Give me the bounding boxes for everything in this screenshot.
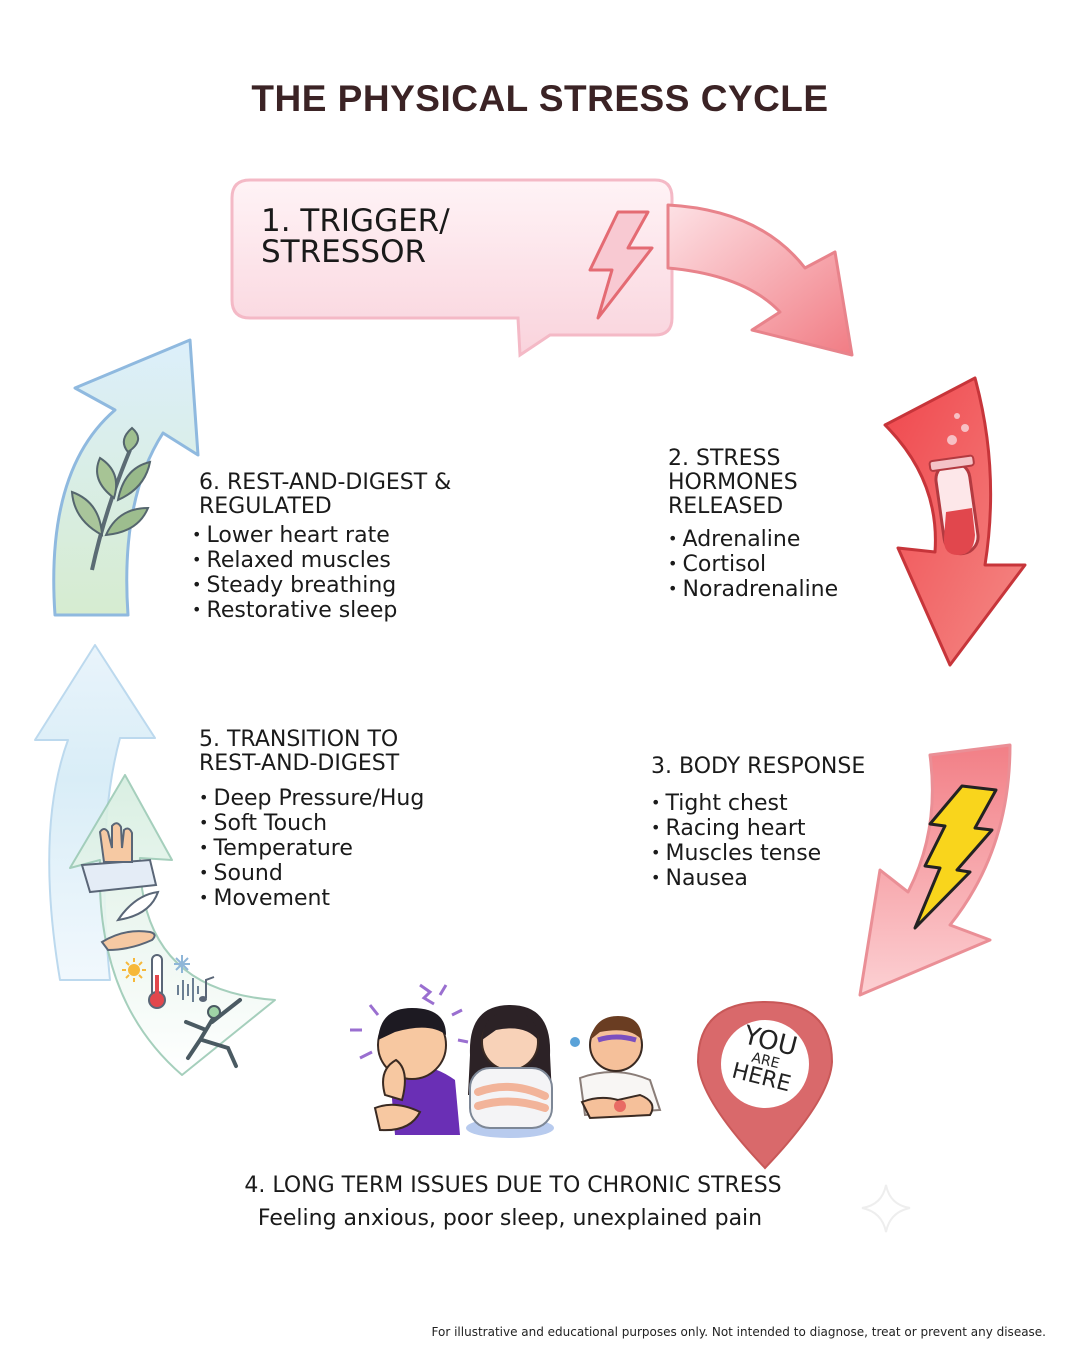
- trigger-box: [230, 178, 674, 358]
- list-item: Temperature: [199, 836, 424, 861]
- dancer-icon: [184, 998, 242, 1068]
- list-item: Movement: [199, 886, 424, 911]
- step5-list: Deep Pressure/Hug Soft Touch Temperature…: [199, 786, 425, 911]
- arrow-to-step2: [666, 203, 854, 357]
- step3-list: Tight chest Racing heart Muscles tense N…: [651, 791, 865, 891]
- thermometer-icon: [148, 954, 166, 1009]
- anxious-person-illustration: [350, 983, 469, 1135]
- step5-block: 5. TRANSITION TO REST-AND-DIGEST Deep Pr…: [199, 728, 424, 911]
- sun-icon: [122, 958, 146, 982]
- list-item: Soft Touch: [199, 811, 424, 836]
- step1-line1: 1. TRIGGER/: [261, 203, 450, 239]
- list-item: Nausea: [651, 866, 865, 891]
- feather-hand-icon: [100, 890, 160, 952]
- step2-line3: RELEASED: [668, 494, 784, 519]
- list-item: Lower heart rate: [192, 523, 451, 548]
- disclaimer: For illustrative and educational purpose…: [431, 1325, 1046, 1339]
- step2-heading: 2. STRESS HORMONES RELEASED: [668, 447, 838, 519]
- step2-line2: HORMONES: [668, 470, 798, 495]
- list-item: Tight chest: [651, 791, 865, 816]
- step6-list: Lower heart rate Relaxed muscles Steady …: [192, 523, 451, 623]
- step4-subtext: Feeling anxious, poor sleep, unexplained…: [257, 1206, 763, 1231]
- test-tube-icon: [928, 413, 980, 556]
- snowflake-icon: [174, 955, 190, 973]
- list-item: Restorative sleep: [192, 598, 451, 623]
- sound-wave-icon: [177, 978, 199, 1002]
- lightning-bolt-icon: [913, 784, 998, 930]
- step1-heading: 1. TRIGGER/ STRESSOR: [261, 206, 450, 268]
- arrow-to-step4: [858, 743, 1012, 997]
- step2-list: Adrenaline Cortisol Noradrenaline: [668, 527, 839, 602]
- list-item: Deep Pressure/Hug: [199, 786, 425, 811]
- location-pin-icon: [696, 1000, 834, 1170]
- step6-heading: 6. REST-AND-DIGEST & REGULATED: [192, 471, 451, 519]
- step5-heading: 5. TRANSITION TO REST-AND-DIGEST: [199, 728, 424, 776]
- pained-person-illustration: [570, 1016, 662, 1120]
- step1-line2: STRESSOR: [261, 234, 427, 270]
- step6-line1: 6. REST-AND-DIGEST &: [199, 470, 452, 495]
- step2-block: 2. STRESS HORMONES RELEASED Adrenaline C…: [668, 447, 838, 602]
- page-title: THE PHYSICAL STRESS CYCLE: [251, 78, 829, 119]
- step3-heading: 3. BODY RESPONSE: [651, 754, 866, 779]
- leaf-branch-icon: [70, 426, 152, 571]
- list-item: Relaxed muscles: [192, 548, 451, 573]
- list-item: Racing heart: [651, 816, 865, 841]
- step3-block: 3. BODY RESPONSE Tight chest Racing hear…: [651, 755, 865, 891]
- list-item: Steady breathing: [192, 573, 451, 598]
- step4-heading: 4. LONG TERM ISSUES DUE TO CHRONIC STRES…: [244, 1173, 782, 1198]
- tired-person-illustration: [466, 1005, 554, 1138]
- list-item: Cortisol: [668, 552, 838, 577]
- list-item: Sound: [199, 861, 424, 886]
- step5-line1: 5. TRANSITION TO: [199, 727, 399, 752]
- music-note-icon: [199, 976, 215, 1002]
- list-item: Adrenaline: [668, 527, 838, 552]
- lightning-icon: [588, 210, 654, 320]
- sparkle-icon: [861, 1184, 911, 1233]
- list-item: Noradrenaline: [668, 577, 839, 602]
- step5-line2: REST-AND-DIGEST: [199, 751, 400, 776]
- list-item: Muscles tense: [651, 841, 865, 866]
- step6-line2: REGULATED: [199, 494, 332, 519]
- step2-line1: 2. STRESS: [668, 446, 781, 471]
- hand-pillow-icon: [80, 822, 158, 894]
- step6-block: 6. REST-AND-DIGEST & REGULATED Lower hea…: [192, 471, 451, 623]
